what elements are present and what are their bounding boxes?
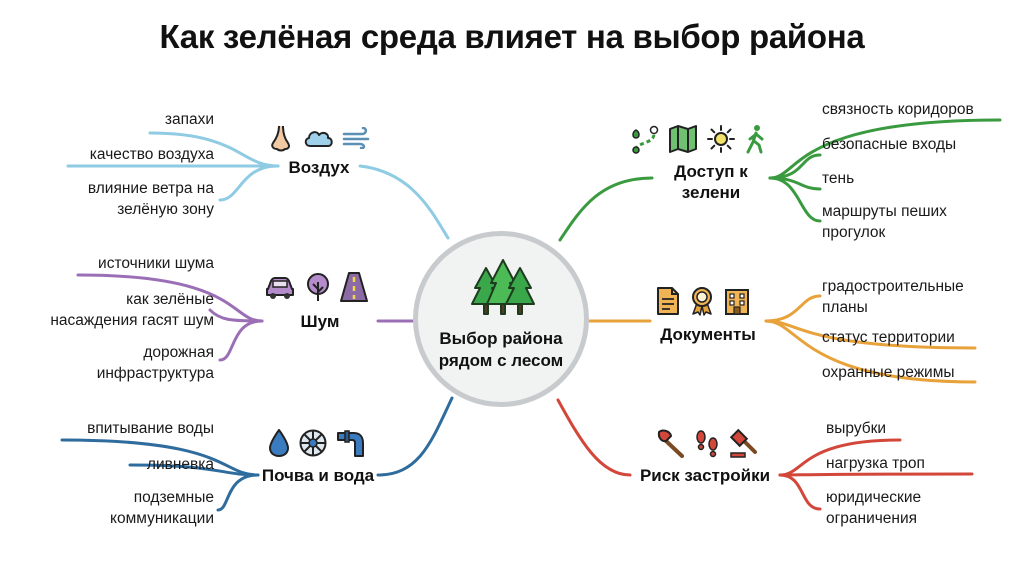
car-icon xyxy=(266,277,294,299)
map-icon xyxy=(669,125,697,153)
air-item-1: запахи xyxy=(164,111,214,128)
soil-item-3b: коммуникации xyxy=(110,510,214,527)
docs-item-2: статус территории xyxy=(822,329,955,346)
footprints-icon xyxy=(696,430,718,458)
docs-leaf-1 xyxy=(764,294,822,323)
soil-leaf-2 xyxy=(128,463,260,477)
cloud-icon xyxy=(304,131,333,147)
access-item-3: тень xyxy=(822,170,855,187)
risk-icons xyxy=(655,428,759,458)
access-item-1: связность коридоров xyxy=(822,101,974,118)
nose-icon xyxy=(271,125,290,152)
risk-label: Риск застройки xyxy=(639,466,771,485)
access-item-4a: маршруты пеших xyxy=(822,203,947,220)
soil-label: Почва и вода xyxy=(261,466,375,485)
air-connector xyxy=(358,164,450,240)
pine-trees-icon xyxy=(470,258,536,316)
access-leaf-4 xyxy=(768,176,822,223)
wind-icon xyxy=(342,127,370,149)
noise-item-3a: дорожная xyxy=(143,344,214,361)
access-item-2: безопасные входы xyxy=(822,136,957,153)
risk-connector xyxy=(556,398,632,477)
center-label-line-2: рядом с лесом xyxy=(438,351,564,370)
sun-icon xyxy=(707,125,735,153)
noise-label: Шум xyxy=(300,312,340,331)
document-icon xyxy=(657,287,679,315)
soil-item-3a: подземные xyxy=(133,489,214,506)
building-icon xyxy=(725,289,749,315)
access-leaf-2 xyxy=(768,153,822,180)
docs-icons xyxy=(656,286,750,316)
center-label-line-1: Выбор района xyxy=(439,329,563,348)
air-label: Воздух xyxy=(288,158,350,177)
risk-leaf-2 xyxy=(778,472,974,477)
docs-label: Документы xyxy=(660,325,756,344)
access-label-line-1: Доступ к xyxy=(674,162,748,181)
docs-item-1a: градостроительные xyxy=(822,278,964,295)
access-icons xyxy=(630,124,768,154)
soil-leaf-3 xyxy=(216,473,260,512)
air-leaf-3 xyxy=(218,164,280,202)
docs-item-3: охранные режимы xyxy=(822,364,955,381)
noise-icons xyxy=(264,272,368,302)
docs-item-1b: планы xyxy=(822,299,868,316)
water-drop-icon xyxy=(269,429,289,457)
noise-item-3b: инфраструктура xyxy=(96,365,214,382)
noise-leaf-1 xyxy=(76,273,264,323)
road-icon xyxy=(340,272,368,302)
award-icon xyxy=(692,287,712,316)
tree-icon xyxy=(307,273,329,301)
noise-item-2a: как зелёные xyxy=(126,291,214,308)
air-item-2: качество воздуха xyxy=(89,146,214,163)
page-title: Как зелёная среда влияет на выбор района xyxy=(159,18,865,55)
risk-item-2: нагрузка троп xyxy=(826,455,925,472)
soil-icons xyxy=(268,428,368,458)
center-label: Выбор района рядом с лесом xyxy=(413,328,589,372)
soil-item-1: впитывание воды xyxy=(87,420,214,437)
air-icons xyxy=(268,124,372,152)
access-leaf-1 xyxy=(768,118,1002,180)
drain-icon xyxy=(299,429,327,457)
noise-item-2b: насаждения гасят шум xyxy=(50,312,214,329)
noise-leaf-3 xyxy=(218,319,264,362)
access-label-line-2: зелени xyxy=(681,183,741,202)
access-item-4b: прогулок xyxy=(822,224,886,241)
gavel-icon xyxy=(729,428,757,458)
risk-item-3a: юридические xyxy=(826,489,922,506)
route-icon xyxy=(632,125,659,154)
risk-item-1: вырубки xyxy=(826,420,887,437)
docs-leaf-3 xyxy=(764,319,977,384)
access-connector xyxy=(558,176,654,242)
air-item-3a: влияние ветра на xyxy=(87,180,214,197)
walker-icon xyxy=(746,125,764,154)
air-item-3b: зелёную зону xyxy=(117,201,214,218)
risk-item-3b: ограничения xyxy=(826,510,918,527)
risk-leaf-3 xyxy=(778,473,822,511)
soil-item-2: ливневка xyxy=(146,456,214,473)
center-node xyxy=(413,231,589,407)
soil-connector xyxy=(376,396,454,477)
axe-icon xyxy=(657,429,684,458)
noise-item-1: источники шума xyxy=(98,255,214,272)
pipe-icon xyxy=(337,430,364,457)
access-label: Доступ к зелени xyxy=(652,161,770,203)
